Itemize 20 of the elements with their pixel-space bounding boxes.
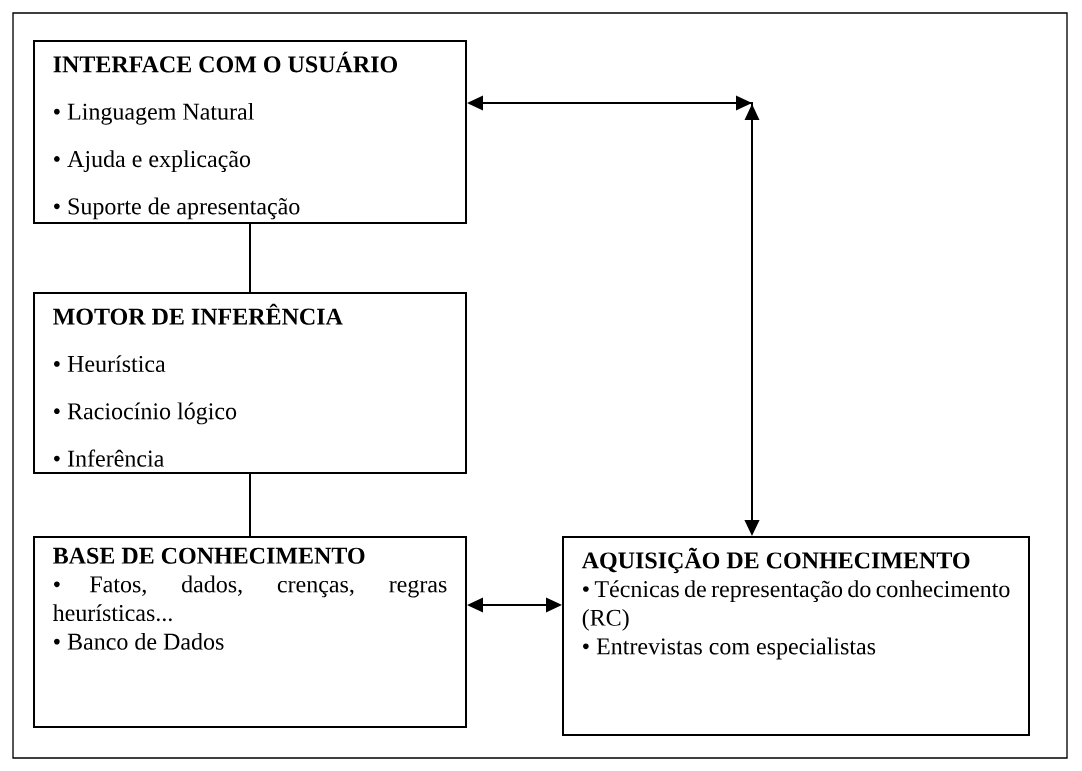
box-heading: INTERFACE COM O USUÁRIO: [53, 51, 398, 73]
list-item: • Inferência: [54, 449, 164, 467]
box-heading: MOTOR DE INFERÊNCIA: [53, 303, 343, 325]
list-item: • Entrevistas com especialistas: [583, 637, 876, 660]
list-item: • Linguagem Natural: [54, 102, 254, 125]
list-item: • Fatos, dados, crenças, regras heurísticas...: [52, 575, 447, 622]
connector-line: [249, 473, 251, 537]
connector-line: [249, 223, 251, 293]
text-box: [33, 536, 467, 728]
list-item: • Suporte de apresentação: [54, 197, 300, 220]
box-heading: BASE DE CONHECIMENTO: [53, 547, 365, 564]
list-item: • Ajuda e explicação: [54, 150, 251, 173]
list-item: • Raciocínio lógico: [54, 402, 237, 425]
list-item: • Heurística: [54, 355, 166, 373]
box-heading: AQUISIÇÃO DE CONHECIMENTO: [581, 547, 970, 574]
list-item: • Técnicas de representação do conhecimento (RC): [582, 580, 1010, 631]
list-item: • Banco de Dados: [54, 632, 224, 650]
text-box: [33, 292, 467, 474]
text-box: [33, 40, 467, 224]
text-box: [562, 536, 1030, 736]
